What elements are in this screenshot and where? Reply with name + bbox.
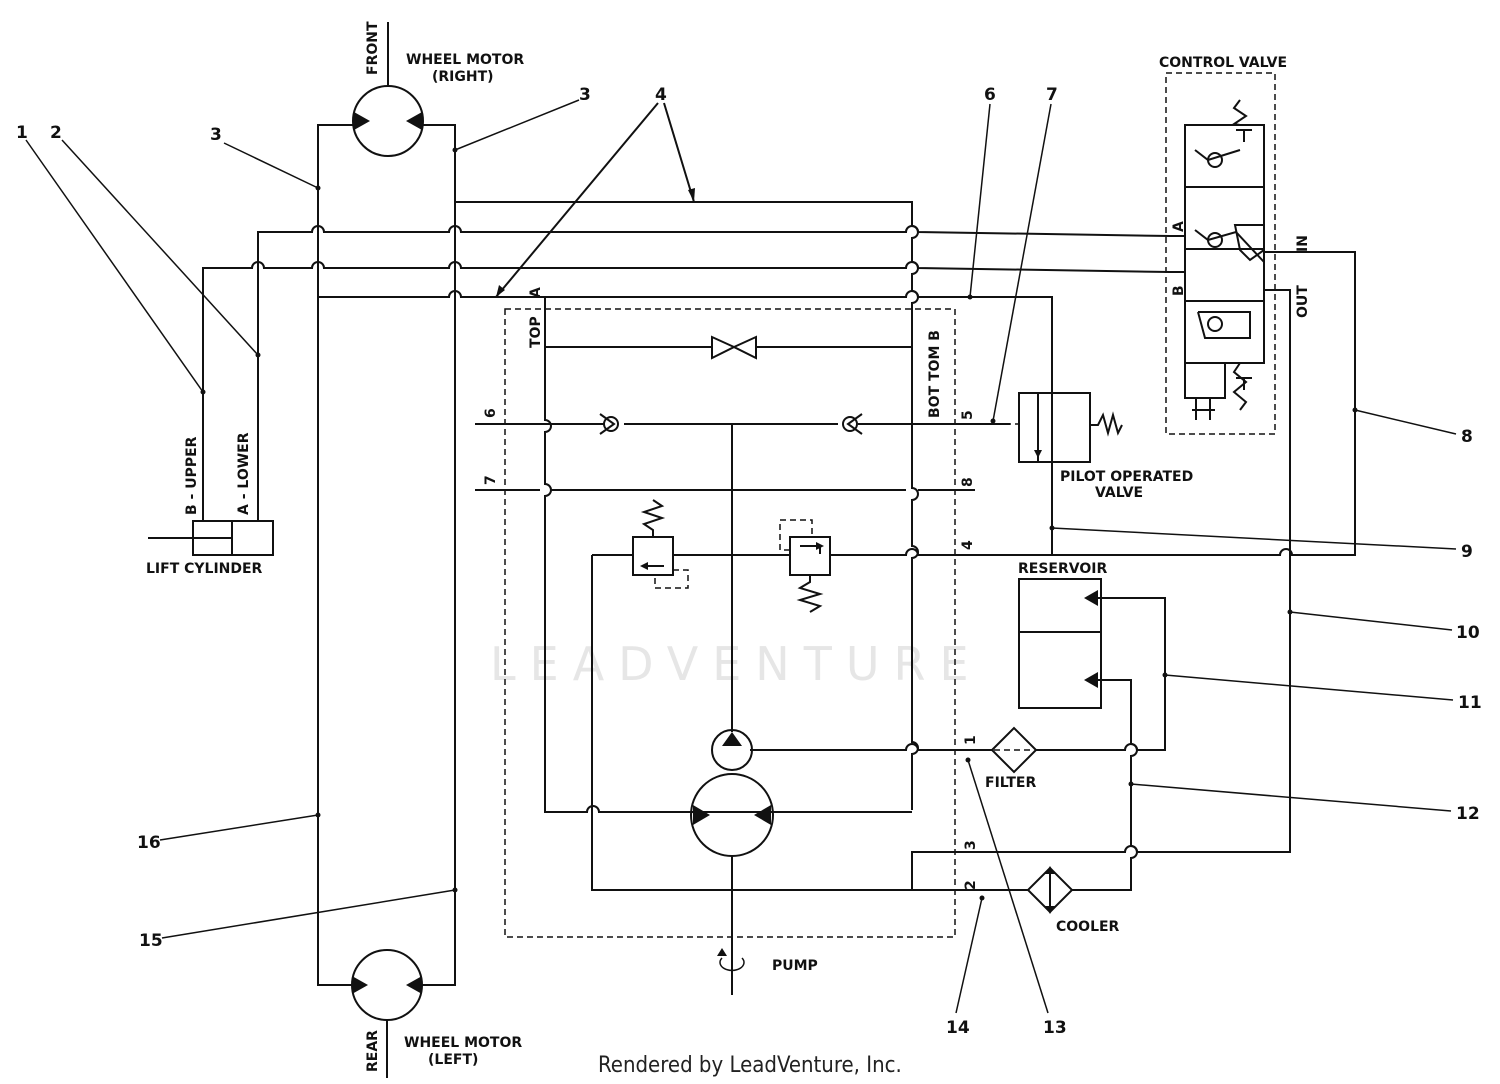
callout-15: 15 [139,931,163,951]
wheel-motor-right-sub: (RIGHT) [432,69,494,85]
bottom-b-label: BOT TOM B [927,330,943,418]
callout-2: 2 [50,123,62,143]
wheel-motor-right-label: WHEEL MOTOR [406,52,524,68]
control-valve-label: CONTROL VALVE [1159,55,1287,71]
pilot-valve-label: PILOT OPERATED [1060,469,1193,485]
component-labels: FRONT WHEEL MOTOR (RIGHT) REAR WHEEL MOT… [146,21,1311,1072]
horizontal-lines [202,201,1185,810]
wheel-motor-left-label: WHEEL MOTOR [404,1035,522,1051]
front-label: FRONT [365,21,381,75]
callout-3-right: 3 [579,85,591,105]
wheel-motor-right [352,22,424,157]
callout-9: 9 [1461,542,1473,562]
cv-b-label: B [1171,285,1187,296]
callout-10: 10 [1456,623,1480,643]
callout-13: 13 [1043,1018,1067,1038]
wheel-motor-lines [317,124,456,986]
lift-cylinder-label: LIFT CYLINDER [146,561,263,577]
relief-valve-right [779,519,831,613]
watermark: LEADVENTURE [490,637,983,691]
wheel-motor-left [351,949,423,1078]
port-2-label: 2 [963,880,979,890]
rear-label: REAR [365,1030,381,1072]
relief-valve-left [632,499,689,589]
pump-label: PUMP [772,958,818,974]
port-1-label: 1 [963,735,979,745]
lift-cylinder [148,355,274,556]
check-valve-right [842,413,863,435]
cooler-label: COOLER [1056,919,1120,935]
a-lower-label: A - LOWER [236,432,252,515]
port-a-label: A [528,287,544,298]
port-7-label: 7 [483,475,499,485]
reservoir [1018,578,1138,891]
pump-block-boundary [504,308,956,938]
callout-16: 16 [137,833,161,853]
port-5-label: 5 [960,410,976,420]
pilot-operated-valve [975,392,1123,463]
callouts: 1 2 3 3 4 6 7 8 9 10 11 1 [16,85,1482,1038]
bypass-valve [711,335,757,360]
filter [990,726,1038,774]
filter-label: FILTER [985,775,1036,791]
callout-8: 8 [1461,427,1473,447]
b-upper-label: B - UPPER [184,436,200,515]
check-valve-left [599,413,619,435]
cv-out-label: OUT [1295,285,1311,318]
cooler [1026,866,1074,914]
callout-3-left: 3 [210,125,222,145]
wheel-motor-left-sub: (LEFT) [428,1052,478,1068]
pump-internal-lines [475,251,1356,891]
footer-credit: Rendered by LeadVenture, Inc. [598,1053,902,1078]
cv-a-label: A [1171,221,1187,232]
port-8-label: 8 [960,477,976,487]
callout-12: 12 [1456,804,1480,824]
cv-in-label: IN [1295,235,1311,252]
charge-pump [711,729,753,771]
control-valve [1165,72,1276,435]
callout-11: 11 [1458,693,1482,713]
top-label: TOP [528,316,544,348]
callout-1: 1 [16,123,28,143]
port-3-label: 3 [963,840,979,850]
port-4-label: 4 [960,540,976,550]
callout-14: 14 [946,1018,970,1038]
callout-7: 7 [1046,85,1058,105]
callout-6: 6 [984,85,996,105]
reservoir-label: RESERVOIR [1018,561,1107,577]
port-6-label: 6 [483,408,499,418]
pilot-valve-sub: VALVE [1095,485,1143,501]
callout-4: 4 [655,85,667,105]
main-pump [690,773,774,995]
